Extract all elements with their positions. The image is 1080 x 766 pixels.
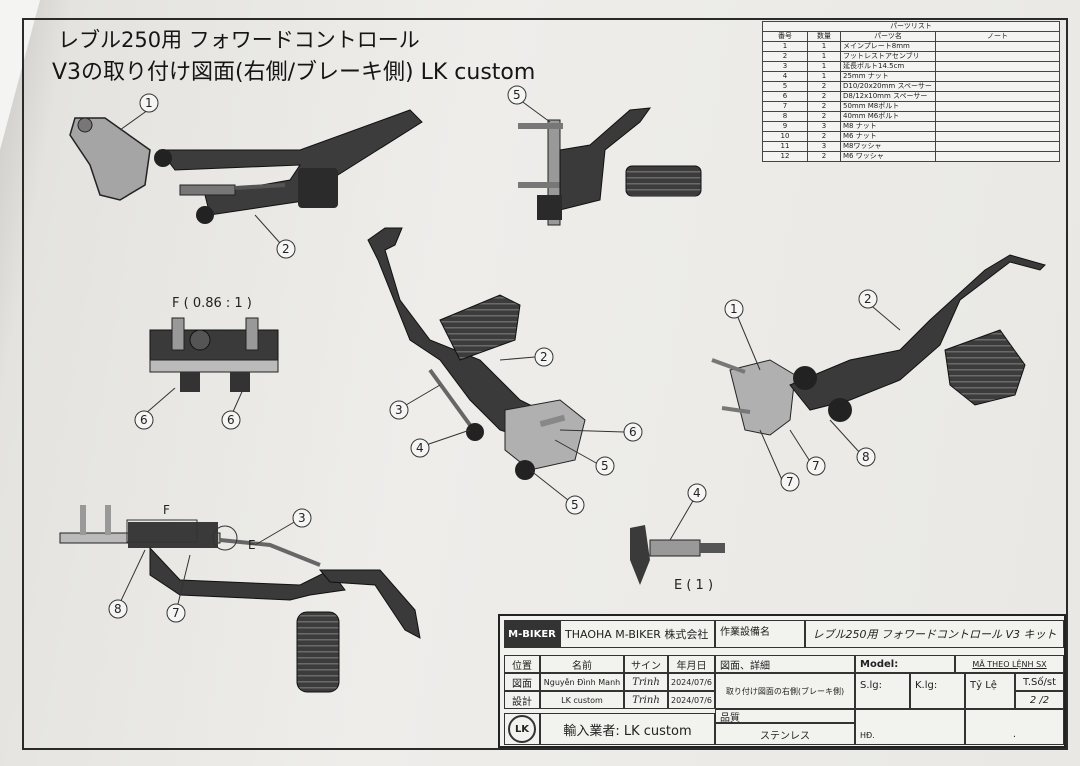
parts-list-caption: パーツリスト bbox=[762, 21, 1060, 31]
material-value: ステンレス bbox=[715, 723, 855, 745]
importer: 輸入業者: LK custom bbox=[540, 713, 715, 745]
balloon-6-center: 6 bbox=[629, 425, 637, 439]
drawing-label: 図面、詳細 bbox=[715, 655, 855, 673]
balloon-1-topleft: 1 bbox=[145, 96, 153, 110]
row2-name: LK custom bbox=[540, 691, 624, 709]
row1-signature: Trinh bbox=[624, 673, 668, 691]
title-block: M-BIKER THAOHA M-BIKER 株式会社 作業設備名 レブル250… bbox=[498, 614, 1066, 748]
hd-value: . bbox=[965, 709, 1064, 745]
scale-label: Tỷ Lệ bbox=[965, 673, 1015, 709]
right-plate bbox=[729, 359, 796, 436]
balloon-4-detail-e: 4 bbox=[693, 486, 701, 500]
detail-f-view bbox=[149, 317, 279, 392]
section-f-mark: F bbox=[163, 503, 170, 517]
hd-label: HĐ. bbox=[855, 709, 965, 745]
row2-date: 2024/07/6 bbox=[668, 691, 715, 709]
foot-lever bbox=[159, 109, 423, 216]
right-view bbox=[711, 254, 1046, 436]
title-line-1: レブル250用 フォワードコントロール bbox=[58, 28, 420, 52]
detail-e-nut bbox=[649, 539, 701, 557]
footpeg-block bbox=[298, 168, 338, 208]
main-plate bbox=[69, 117, 151, 201]
balloon-5-topmiddle: 5 bbox=[513, 88, 521, 102]
bl-lever bbox=[149, 546, 346, 601]
right-lever bbox=[789, 254, 1046, 411]
balloon-2-center: 2 bbox=[540, 350, 548, 364]
footpeg-side bbox=[625, 165, 702, 197]
balloon-5b-center: 5 bbox=[571, 498, 579, 512]
row1-date: 2024/07/6 bbox=[668, 673, 715, 691]
balloon-circles bbox=[108, 85, 878, 623]
balloon-5a-center: 5 bbox=[601, 459, 609, 473]
row2-signature: Trinh bbox=[624, 691, 668, 709]
balloon-6b-detail-f: 6 bbox=[227, 413, 235, 427]
balloon-6a-detail-f: 6 bbox=[140, 413, 148, 427]
balloon-2-right: 2 bbox=[864, 292, 872, 306]
lk-logo-cell: LK bbox=[504, 713, 540, 745]
drawing-frame bbox=[22, 18, 1068, 750]
order-label: MÃ THEO LỆNH SX bbox=[955, 655, 1064, 673]
header-position: 位置 bbox=[504, 655, 540, 673]
company-name: THAOHA M-BIKER 株式会社 bbox=[560, 620, 715, 648]
balloon-8-right: 8 bbox=[862, 450, 870, 464]
balloon-4-center: 4 bbox=[416, 441, 424, 455]
material-label: 品質 bbox=[715, 709, 855, 723]
mbiker-logo: M-BIKER bbox=[504, 620, 560, 648]
right-footpeg bbox=[944, 329, 1026, 406]
section-e-mark: E bbox=[248, 538, 256, 552]
model-label: Model: bbox=[855, 655, 955, 673]
sheet-label: T.Số/st bbox=[1015, 673, 1064, 691]
top-left-view bbox=[69, 109, 423, 224]
top-middle-view bbox=[518, 107, 702, 226]
header-name: 名前 bbox=[540, 655, 624, 673]
bottom-left-view bbox=[59, 505, 421, 693]
lk-logo: LK bbox=[508, 715, 536, 743]
row1-role: 図面 bbox=[504, 673, 540, 691]
balloon-2-topleft: 2 bbox=[282, 242, 290, 256]
header-sign: サイン bbox=[624, 655, 668, 673]
detail-e-view bbox=[630, 525, 725, 585]
detail-f-label: F ( 0.86 : 1 ) bbox=[172, 296, 252, 311]
center-footpeg bbox=[439, 294, 521, 361]
balloon-8-bottomleft: 8 bbox=[114, 602, 122, 616]
center-plate bbox=[504, 399, 586, 471]
balloon-1-right: 1 bbox=[730, 302, 738, 316]
center-view bbox=[367, 227, 586, 480]
row1-name: Nguyễn Đình Manh bbox=[540, 673, 624, 691]
bl-footpeg bbox=[296, 611, 340, 693]
lever-side bbox=[559, 107, 652, 211]
header-date: 年月日 bbox=[668, 655, 715, 673]
row2-role: 設計 bbox=[504, 691, 540, 709]
balloon-7b-right: 7 bbox=[786, 475, 794, 489]
equipment-value: レブル250用 フォワードコントロール V3 キット bbox=[805, 620, 1064, 648]
balloon-7a-right: 7 bbox=[812, 459, 820, 473]
paper-corner bbox=[0, 0, 40, 150]
equipment-label: 作業設備名 bbox=[715, 620, 805, 648]
part-note bbox=[935, 151, 1060, 162]
leader-lines bbox=[117, 99, 901, 613]
s-lg-label: S.lg: bbox=[855, 673, 910, 709]
sheet-value: 2 /2 bbox=[1015, 691, 1064, 709]
balloon-3-bottomleft: 3 bbox=[298, 511, 306, 525]
drawing-value: 取り付け図面の右側(ブレーキ側) bbox=[715, 673, 855, 709]
balloon-7-bottomleft: 7 bbox=[172, 606, 180, 620]
k-lg-label: K.lg: bbox=[910, 673, 965, 709]
detail-e-label: E ( 1 ) bbox=[674, 578, 714, 593]
title-line-2: V3の取り付け図面(右側/ブレーキ側) LK custom bbox=[52, 60, 536, 85]
balloon-3-center: 3 bbox=[395, 403, 403, 417]
